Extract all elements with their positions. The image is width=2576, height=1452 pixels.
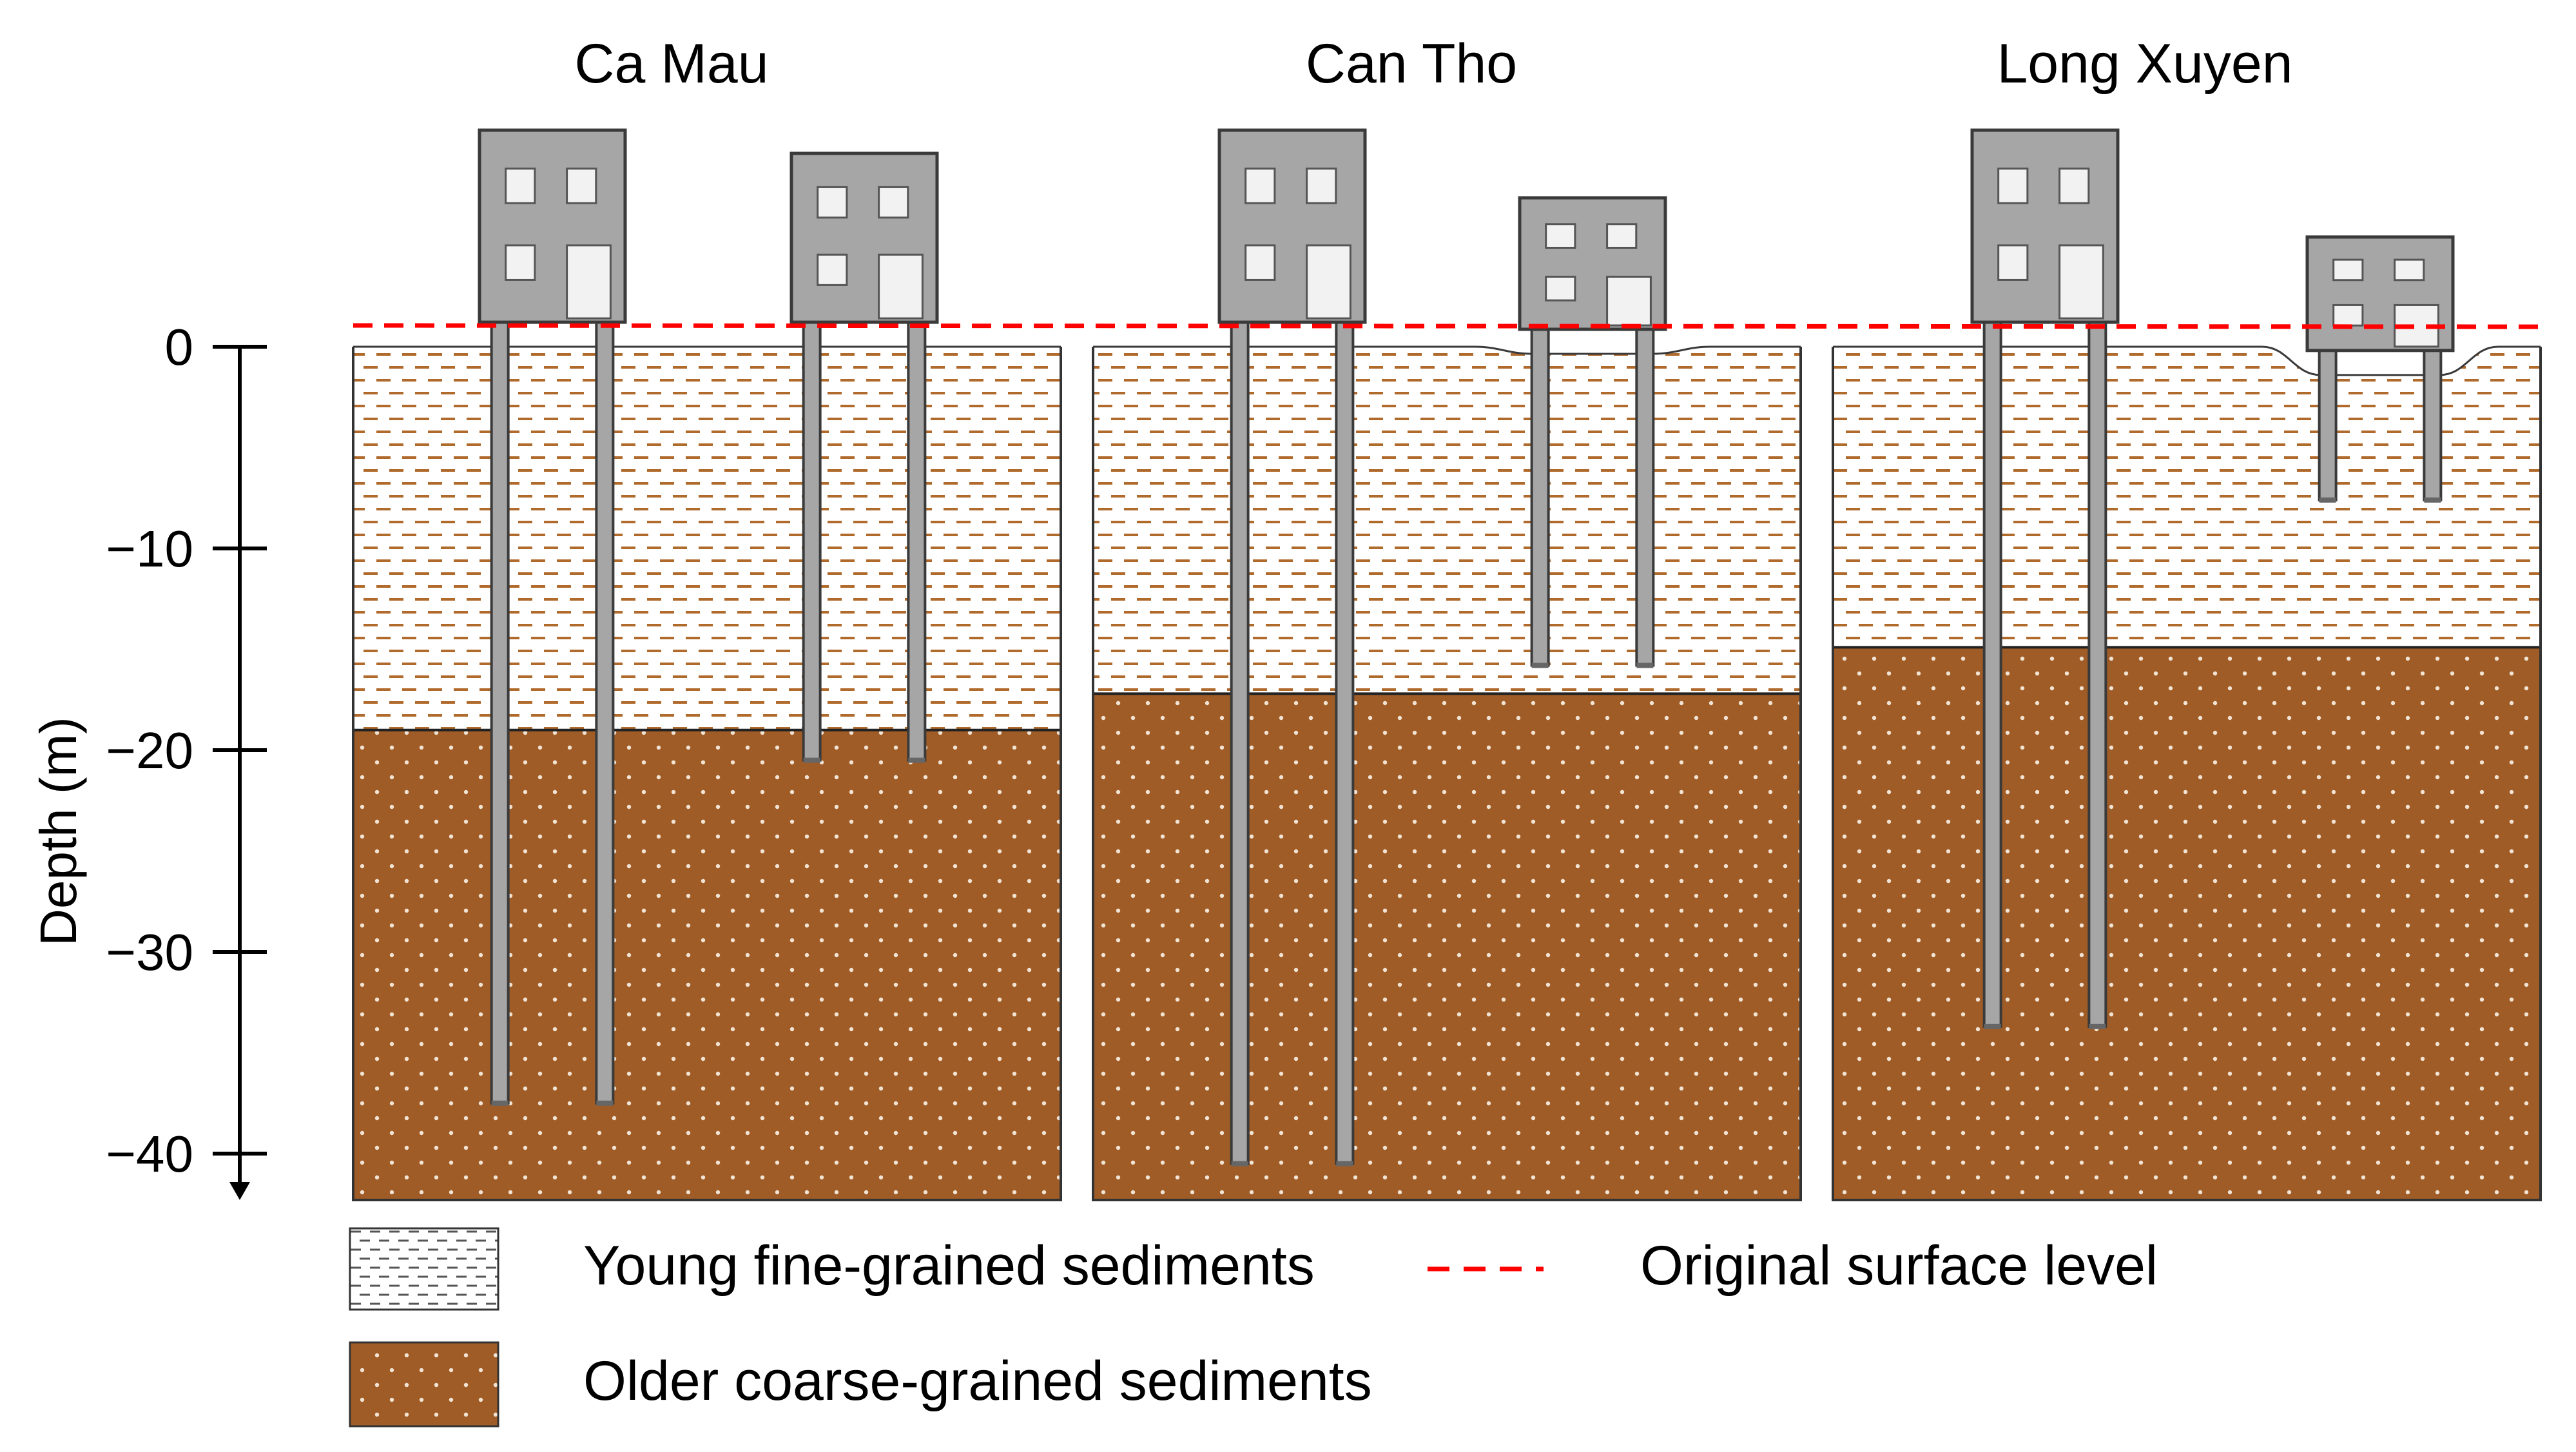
window bbox=[817, 186, 848, 219]
window bbox=[878, 186, 909, 219]
pile-tip bbox=[1984, 1023, 2001, 1029]
building bbox=[2305, 235, 2455, 503]
pile-tip bbox=[908, 757, 925, 763]
pile-tip bbox=[596, 1100, 614, 1106]
door bbox=[2058, 244, 2104, 320]
pile-tip bbox=[1336, 1161, 1353, 1166]
axis-tick-label: −40 bbox=[106, 1125, 193, 1183]
axis-tick-label: −30 bbox=[106, 924, 193, 981]
building bbox=[1217, 128, 1367, 1166]
panel-border bbox=[352, 347, 1062, 1201]
door bbox=[566, 244, 612, 320]
window bbox=[1306, 168, 1337, 204]
older-sediment-layer bbox=[1833, 647, 2541, 1200]
ground-surface bbox=[1833, 345, 2541, 376]
window bbox=[1997, 168, 2029, 204]
pile bbox=[1982, 321, 2002, 1028]
pile bbox=[1635, 327, 1655, 667]
building bbox=[789, 151, 939, 763]
older-sediment-layer bbox=[353, 730, 1061, 1200]
site-panel-can-tho: Can Tho bbox=[1092, 33, 1802, 1201]
older-sediment-layer bbox=[1093, 693, 1801, 1200]
axis-arrowhead bbox=[229, 1182, 250, 1200]
pile bbox=[2087, 321, 2107, 1028]
young-sediment-layer bbox=[1833, 347, 2541, 648]
site-title: Can Tho bbox=[1306, 33, 1517, 95]
window bbox=[1997, 244, 2029, 281]
pile-tip bbox=[2319, 497, 2336, 503]
original-surface-line bbox=[353, 323, 2545, 329]
panel-border bbox=[1832, 347, 2542, 1201]
original-surface-dashed-line bbox=[353, 323, 2545, 329]
pile bbox=[1230, 321, 1250, 1165]
door bbox=[1306, 244, 1351, 320]
window bbox=[566, 168, 597, 204]
pile-tip bbox=[2424, 497, 2441, 503]
legend-older-swatch bbox=[349, 1341, 499, 1428]
ground-surface bbox=[1093, 345, 1801, 355]
site-title: Long Xuyen bbox=[1997, 33, 2292, 95]
pile bbox=[802, 321, 822, 762]
axis-title: Depth (m) bbox=[30, 717, 87, 946]
site-panel-long-xuyen: Long Xuyen bbox=[1832, 33, 2542, 1201]
legend-older-label: Older coarse-grained sediments bbox=[583, 1350, 1372, 1412]
depth-axis: 0 −10 −20 −30 −40 Depth (m) bbox=[30, 318, 267, 1200]
axis-tick-label: 0 bbox=[165, 318, 194, 376]
building bbox=[1970, 128, 2120, 1029]
site-panels: Ca Mau Can Tho Long Xuyen bbox=[352, 33, 2542, 1201]
building bbox=[478, 128, 627, 1106]
site-title: Ca Mau bbox=[574, 33, 768, 95]
window bbox=[2058, 168, 2090, 204]
window bbox=[1545, 223, 1576, 249]
pile bbox=[2423, 349, 2443, 501]
window bbox=[2332, 304, 2364, 327]
legend: Young fine-grained sediments Original su… bbox=[349, 1227, 2158, 1428]
pile-tip bbox=[1531, 663, 1549, 668]
window bbox=[1545, 275, 1576, 302]
legend-young-swatch bbox=[349, 1227, 499, 1311]
axis-tick-label: −20 bbox=[106, 722, 193, 779]
building bbox=[1518, 196, 1667, 668]
young-sediment-layer bbox=[353, 347, 1061, 730]
door bbox=[1606, 275, 1652, 327]
pile bbox=[1335, 321, 1355, 1165]
pile-tip bbox=[2089, 1023, 2106, 1029]
window bbox=[817, 253, 848, 286]
window bbox=[505, 168, 536, 204]
window bbox=[2332, 258, 2364, 282]
pile-tip bbox=[491, 1100, 508, 1106]
door bbox=[878, 253, 924, 320]
pile bbox=[907, 321, 927, 762]
site-panel-ca-mau: Ca Mau bbox=[352, 33, 1062, 1201]
window bbox=[1244, 168, 1276, 204]
window bbox=[2394, 258, 2425, 282]
window bbox=[505, 244, 536, 281]
window bbox=[1244, 244, 1276, 281]
panel-border bbox=[1092, 347, 1802, 1201]
pile bbox=[2318, 349, 2338, 501]
pile-tip bbox=[803, 757, 820, 763]
pile bbox=[595, 321, 615, 1105]
young-sediment-layer bbox=[1093, 347, 1801, 694]
axis-tick-label: −10 bbox=[106, 520, 193, 577]
window bbox=[1606, 223, 1638, 249]
legend-young-label: Young fine-grained sediments bbox=[583, 1235, 1315, 1297]
legend-surface-label: Original surface level bbox=[1640, 1235, 2158, 1297]
pile bbox=[1530, 327, 1550, 667]
pile-tip bbox=[1636, 663, 1654, 668]
pile bbox=[490, 321, 510, 1105]
pile-tip bbox=[1231, 1161, 1248, 1166]
